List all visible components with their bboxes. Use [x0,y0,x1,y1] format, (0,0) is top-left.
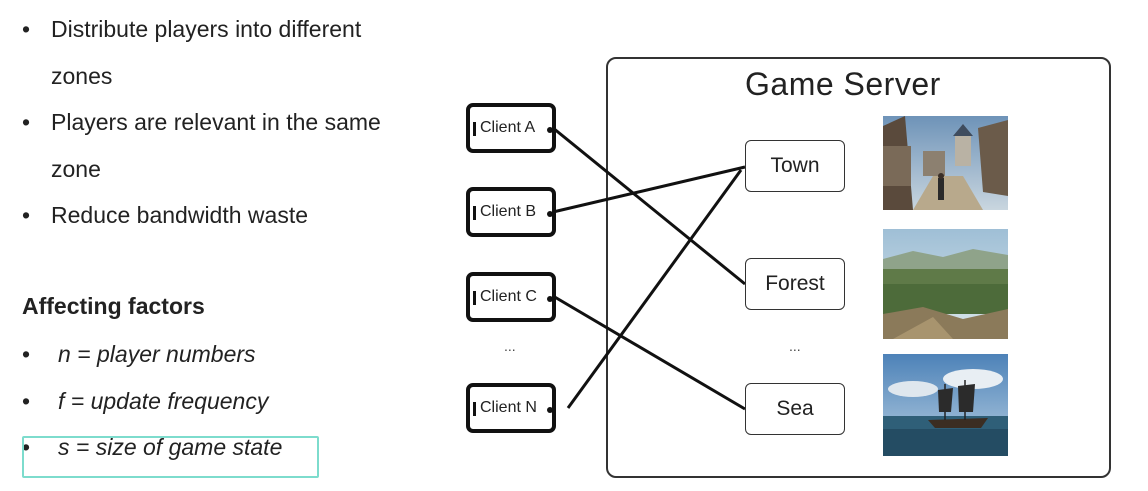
connector-dot-icon [547,127,553,133]
zone-ellipsis: ... [789,338,801,354]
line-client-a-forest [552,126,746,286]
client-c: Client C [466,272,556,322]
connector-dot-icon [547,296,553,302]
line-client-b-town [552,165,746,214]
bullet-text: zones [51,63,113,89]
zone-sea: Sea [745,383,845,435]
client-label: Client N [480,399,537,416]
client-label: Client C [480,288,537,305]
bullet-text: zone [51,156,101,182]
game-server-title: Game Server [745,66,941,102]
bullet-dot: • [22,341,31,367]
client-a: Client A [466,103,556,153]
bullet-text: Reduce bandwidth waste [51,202,308,228]
phone-button-icon [473,402,476,416]
bullet-dot: • [22,109,31,135]
town-scene-image [883,116,1008,210]
connector-dot-icon [547,211,553,217]
factors-heading: Affecting factors [22,293,205,319]
line-client-n-town [566,169,743,409]
client-label: Client A [480,119,536,136]
client-n: Client N [466,383,556,433]
game-server-box [606,57,1111,478]
bullet-dot: • [22,16,31,42]
factor-text: s = size of game state [58,434,283,460]
line-client-c-sea [552,294,746,411]
phone-button-icon [473,122,476,136]
zone-forest: Forest [745,258,845,310]
bullet-dot: • [22,202,31,228]
client-label: Client B [480,203,537,220]
zone-town: Town [745,140,845,192]
highlight-box [22,436,319,478]
bullet-text: Players are relevant in the same [51,109,381,135]
bullet-text: Distribute players into different [51,16,362,42]
phone-button-icon [473,291,476,305]
bullet-dot: • [22,434,31,460]
client-b: Client B [466,187,556,237]
connector-dot-icon [547,407,553,413]
client-ellipsis: ... [504,338,516,354]
bullet-dot: • [22,388,31,414]
phone-button-icon [473,206,476,220]
factor-text: n = player numbers [58,341,256,367]
forest-landscape-image [883,229,1008,339]
sea-ship-image [883,354,1008,456]
factor-text: f = update frequency [58,388,269,414]
